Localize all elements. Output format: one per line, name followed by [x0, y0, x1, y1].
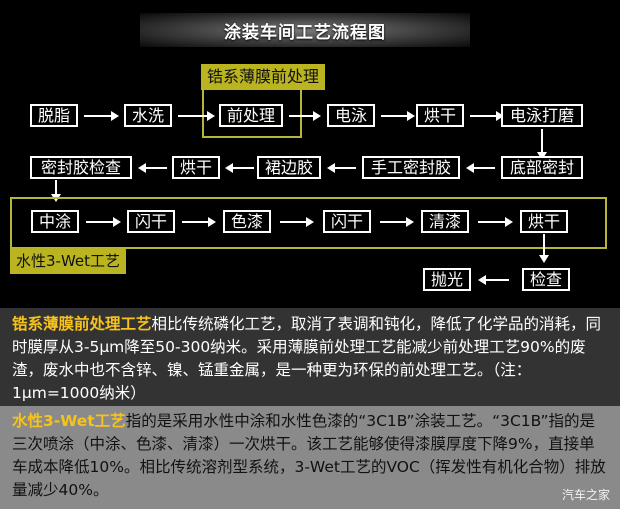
- note-text: 指的是采用水性中涂和水性色漆的“3C1B”涂装工艺。“3C1B”指的是三次喷涂（…: [12, 412, 606, 499]
- arrow-left: [327, 163, 356, 173]
- title-banner: 涂装车间工艺流程图: [140, 13, 470, 47]
- arrow-right: [470, 111, 504, 121]
- step-bake-1: 烘干: [416, 104, 464, 127]
- step-bake-3: 烘干: [520, 210, 568, 233]
- note-paragraph: 水性3-Wet工艺指的是采用水性中涂和水性色漆的“3C1B”涂装工艺。“3C1B…: [12, 410, 608, 502]
- arrow-right: [182, 217, 216, 227]
- arrow-right: [84, 111, 119, 121]
- note-highlight: 水性3-Wet工艺: [12, 412, 126, 430]
- waterborne-label: 水性3-Wet工艺: [10, 248, 127, 274]
- arrow-right: [86, 217, 121, 227]
- step-flash-2: 闪干: [323, 210, 371, 233]
- arrow-down: [51, 180, 61, 202]
- waterborne-note: 水性3-Wet工艺指的是采用水性中涂和水性色漆的“3C1B”涂装工艺。“3C1B…: [0, 406, 620, 509]
- arrow-left: [466, 163, 495, 173]
- step-clearcoat: 清漆: [421, 210, 469, 233]
- arrow-right: [381, 111, 415, 121]
- step-manual-sealer: 手工密封胶: [362, 156, 460, 179]
- waterborne-frame: [10, 197, 607, 249]
- watermark-logo: 汽车之家: [561, 488, 610, 502]
- step-degrease: 脱脂: [30, 104, 78, 127]
- step-sealer-inspection: 密封胶检查: [30, 156, 132, 179]
- zr-pretreat-box-frame: [202, 90, 302, 138]
- arrow-right: [380, 217, 414, 227]
- step-electrocoat: 电泳: [327, 104, 375, 127]
- step-inspection: 检查: [522, 268, 570, 291]
- flowchart-panel: 涂装车间工艺流程图 锆系薄膜前处理 脱脂 水洗 前处理 电泳 烘干 电泳打磨 密…: [10, 13, 607, 291]
- step-polish: 抛光: [423, 268, 471, 291]
- zr-pretreat-note: 锆系薄膜前处理工艺相比传统磷化工艺，取消了表调和钝化，降低了化学品的消耗，同时膜…: [0, 308, 620, 406]
- arrow-left: [478, 275, 509, 285]
- zr-pretreat-label: 锆系薄膜前处理: [201, 64, 326, 90]
- step-flash-1: 闪干: [127, 210, 175, 233]
- arrow-left: [138, 163, 167, 173]
- arrow-right: [478, 217, 513, 227]
- note-text: 相比传统磷化工艺，取消了表调和钝化，降低了化学品的消耗，同时膜厚从3-5μm降至…: [12, 315, 602, 402]
- step-skirt-sealer: 裙边胶: [257, 156, 321, 179]
- step-primer: 中涂: [31, 210, 79, 233]
- arrow-down: [537, 129, 547, 160]
- arrow-right: [289, 111, 321, 121]
- step-water-rinse: 水洗: [124, 104, 172, 127]
- step-basecoat: 色漆: [223, 210, 271, 233]
- step-ecoat-sanding: 电泳打磨: [501, 104, 583, 127]
- arrow-down: [539, 234, 549, 263]
- step-bake-2: 烘干: [172, 156, 220, 179]
- step-underbody-seal: 底部密封: [501, 156, 583, 179]
- note-paragraph: 锆系薄膜前处理工艺相比传统磷化工艺，取消了表调和钝化，降低了化学品的消耗，同时膜…: [12, 313, 608, 405]
- arrow-left: [225, 163, 254, 173]
- note-highlight: 锆系薄膜前处理工艺: [12, 315, 152, 333]
- arrow-right: [280, 217, 314, 227]
- page-title: 涂装车间工艺流程图: [224, 22, 386, 43]
- arrow-right: [178, 111, 215, 121]
- step-pretreatment: 前处理: [219, 104, 283, 127]
